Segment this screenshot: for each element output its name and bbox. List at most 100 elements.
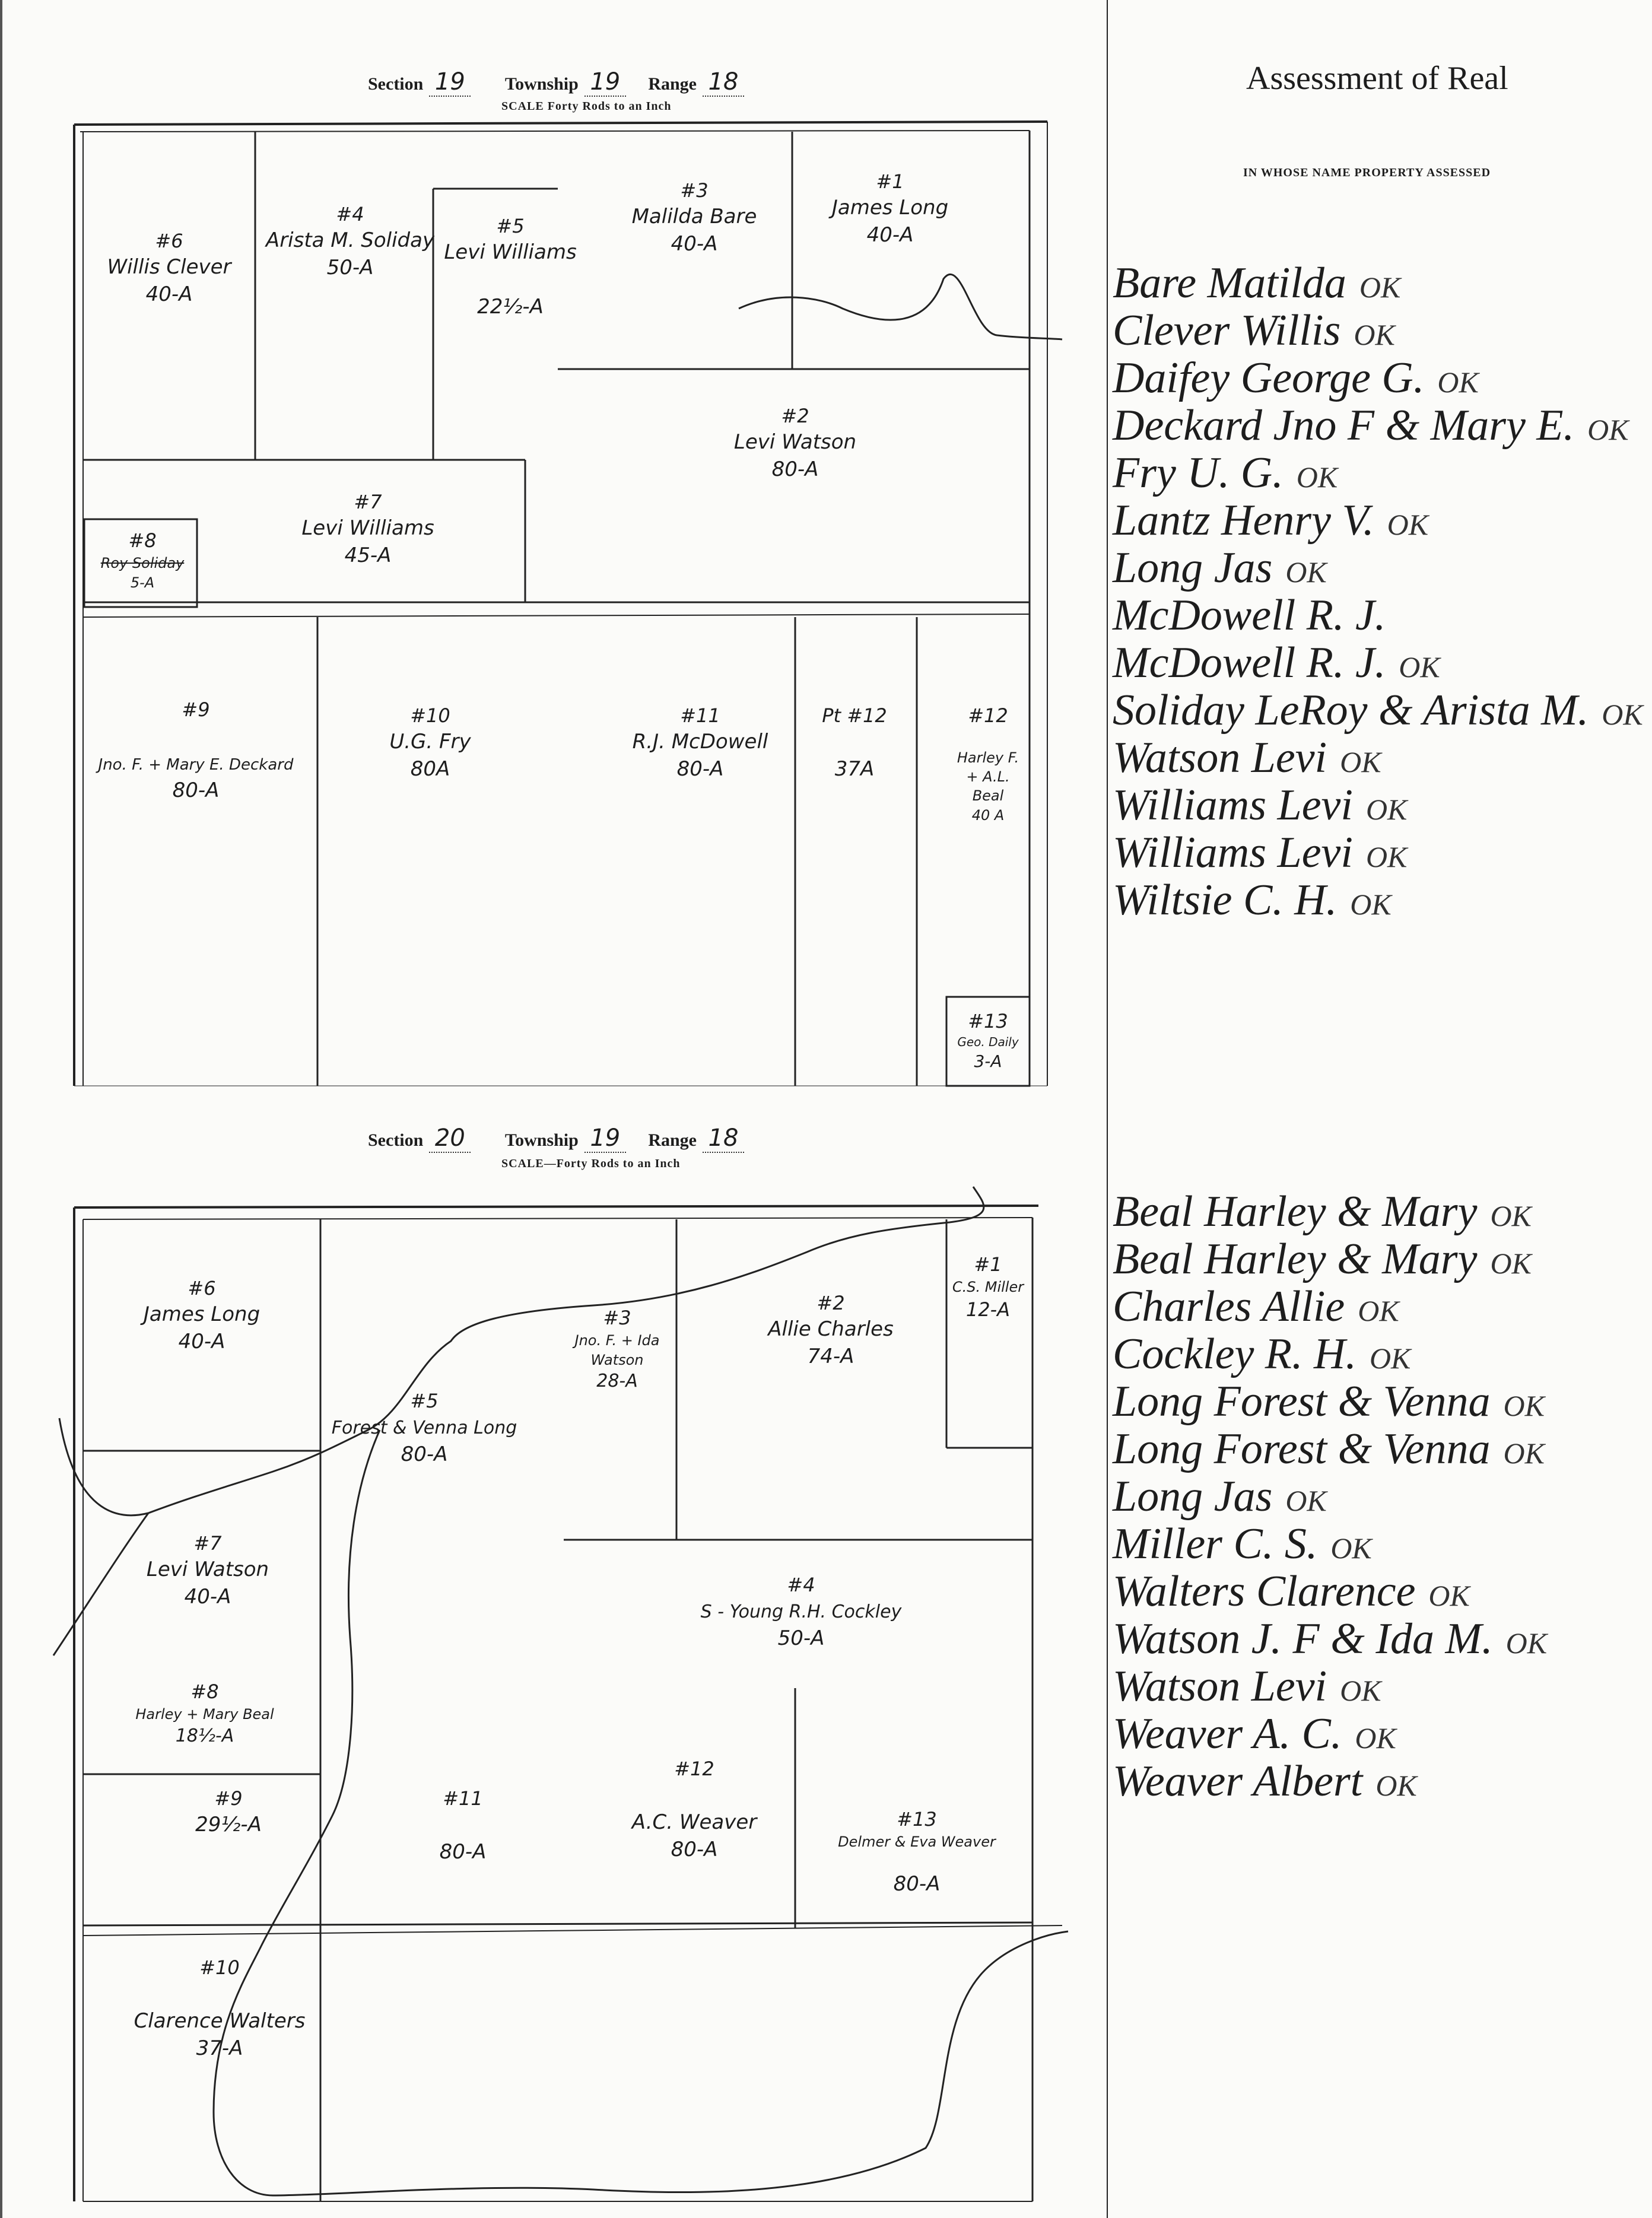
parcel-owner: C.S. Miller (952, 1279, 1024, 1296)
bottom-parcel-2: #2 Allie Charles 74-A (768, 1292, 894, 1369)
ledger-row: Weaver A. C.OK (1113, 1709, 1396, 1758)
bottom-parcel-5: #5 Forest & Venna Long 80-A (329, 1388, 519, 1469)
ledger-row: McDowell R. J.OK (1113, 638, 1440, 687)
parcel-owner: A.C. Weaver (631, 1810, 757, 1835)
top-range-value: 18 (702, 68, 744, 97)
parcel-owner: Jno. F. + Ida Watson (574, 1332, 660, 1368)
ledger-row: Soliday LeRoy & Arista M.OK (1113, 686, 1643, 735)
ledger-row: Watson J. F & Ida M.OK (1113, 1615, 1548, 1663)
parcel-area: 28-A (596, 1370, 638, 1391)
parcel-owner: S - Young R.H. Cockley (700, 1601, 902, 1623)
top-parcel-8: #8 Roy Soliday 5-A (100, 529, 185, 591)
top-section-value: 19 (429, 68, 471, 97)
parcel-area: 80-A (671, 1837, 718, 1861)
bottom-range-label: Range (648, 1130, 697, 1150)
top-parcel-3: #3 Malilda Bare 40-A (631, 179, 757, 256)
bottom-map-scale: SCALE—Forty Rods to an Inch (501, 1157, 681, 1170)
top-range-label: Range (648, 74, 697, 94)
parcel-area: 40-A (866, 223, 914, 247)
parcel-area: 18½-A (175, 1725, 234, 1746)
parcel-area: 80-A (401, 1442, 448, 1467)
parcel-owner: Levi Watson (146, 1558, 269, 1582)
parcel-area: 50-A (326, 256, 374, 280)
ledger-row: Daifey George G.OK (1113, 354, 1479, 402)
top-parcel-6: #6 Willis Clever 40-A (107, 230, 231, 307)
top-parcel-4: #4 Arista M. Soliday 50-A (265, 203, 435, 280)
parcel-area: 80-A (439, 1840, 487, 1864)
parcel-owner: Clarence Walters (134, 2009, 306, 2033)
parcel-owner: Willis Clever (107, 255, 231, 279)
top-township-label: Township (504, 74, 579, 94)
top-parcel-7: #7 Levi Williams 45-A (301, 491, 434, 568)
ledger-column-header: IN WHOSE NAME PROPERTY ASSESSED (1243, 166, 1491, 179)
ledger-row: Cockley R. H.OK (1113, 1330, 1411, 1378)
bottom-parcel-11: #11 80-A (439, 1787, 487, 1864)
top-map-scale: SCALE Forty Rods to an Inch (501, 100, 672, 113)
top-section-label: Section (368, 74, 424, 94)
parcel-owner: Levi Williams (301, 516, 434, 541)
ledger-row: Lantz Henry V.OK (1113, 496, 1429, 545)
parcel-area: 40-A (184, 1585, 231, 1609)
top-parcel-5: #5 Levi Williams 22½-A (444, 215, 577, 319)
parcel-area: 12-A (965, 1298, 1011, 1321)
parcel-area: 40-A (178, 1330, 225, 1354)
parcel-area: 37A (834, 757, 875, 781)
parcel-owner: R.J. McDowell (632, 730, 768, 754)
bottom-parcel-8: #8 Harley + Mary Beal 18½-A (135, 1680, 274, 1746)
top-parcel-11: #11 R.J. McDowell 80-A (632, 704, 768, 781)
parcel-owner: Geo. Daily (957, 1035, 1019, 1050)
parcel-owner: James Long (143, 1302, 260, 1327)
top-parcel-12: #12 Harley F. + A.L. Beal 40 A (955, 703, 1021, 825)
parcel-owner: Jno. F. + Mary E. Deckard (98, 756, 294, 774)
parcel-area: 29½-A (195, 1813, 262, 1837)
parcel-area: 37-A (196, 2036, 243, 2060)
parcel-owner: Levi Watson (733, 430, 857, 455)
parcel-owner: Roy Soliday (100, 555, 185, 572)
top-parcel-2: #2 Levi Watson 80-A (733, 405, 857, 482)
parcel-owner: Arista M. Soliday (265, 228, 435, 253)
top-parcel-pt-12: Pt #12 37A (822, 704, 887, 781)
page-edge (0, 0, 2, 2218)
parcel-owner: Allie Charles (768, 1317, 894, 1342)
parcel-area: 80-A (771, 457, 819, 482)
parcel-owner: Malilda Bare (631, 205, 757, 229)
parcel-area: 40-A (145, 282, 193, 307)
parcel-owner: Levi Williams (444, 240, 577, 265)
bottom-section-value: 20 (429, 1124, 471, 1153)
parcel-owner: Harley F. + A.L. Beal (957, 749, 1019, 805)
bottom-parcel-3: #3 Jno. F. + Ida Watson 28-A (570, 1305, 665, 1393)
top-parcel-13: #13 Geo. Daily 3-A (957, 1010, 1019, 1072)
parcel-area: 40 A (971, 806, 1005, 824)
top-parcel-9: #9 Jno. F. + Mary E. Deckard 80-A (98, 698, 294, 802)
parcel-area: 80-A (893, 1871, 941, 1896)
ledger-row: McDowell R. J. (1113, 591, 1386, 640)
bottom-township-value: 19 (584, 1124, 626, 1153)
parcel-area: 80-A (676, 757, 724, 781)
bottom-parcel-7: #7 Levi Watson 40-A (146, 1532, 269, 1609)
top-township-value: 19 (584, 68, 626, 97)
bottom-parcel-9: #9 29½-A (195, 1787, 262, 1837)
bottom-parcel-10: #10 Clarence Walters 37-A (134, 1956, 306, 2060)
bottom-parcel-13: #13 Delmer & Eva Weaver 80-A (838, 1808, 996, 1896)
bottom-parcel-12: #12 A.C. Weaver 80-A (631, 1758, 757, 1861)
ledger-row: Miller C. S.OK (1113, 1520, 1372, 1568)
parcel-owner: U.G. Fry (389, 730, 471, 754)
parcel-owner: Delmer & Eva Weaver (838, 1833, 996, 1851)
